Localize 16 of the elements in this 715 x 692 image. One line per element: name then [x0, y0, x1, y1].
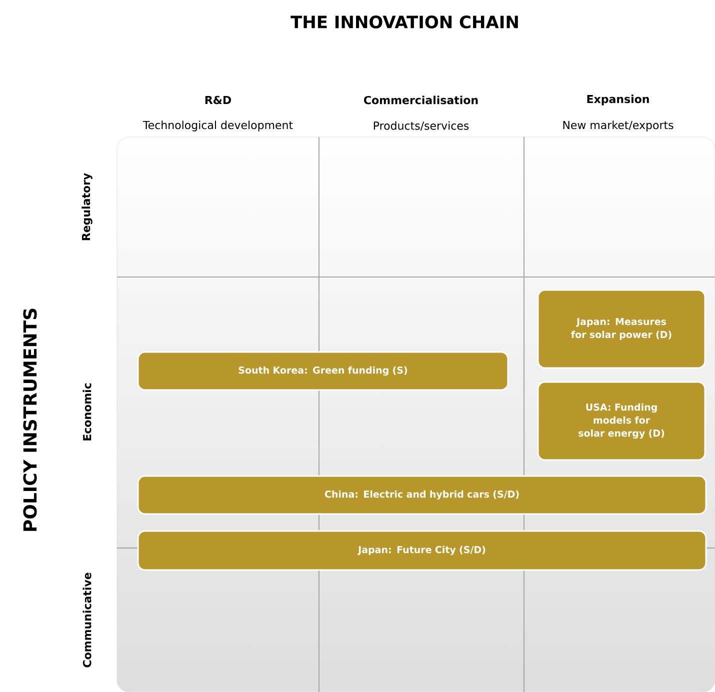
column-heading: Commercialisation — [364, 96, 478, 104]
column-heading: R&D — [205, 96, 232, 104]
title: THE INNOVATION CHAIN — [290, 16, 518, 28]
axis-title: POLICY INSTRUMENTS — [23, 308, 37, 531]
column-subheading: Products/services — [374, 121, 469, 131]
row-heading: Economic — [82, 383, 92, 440]
policy-box: China: Electric and hybrid cars (S/D) — [137, 475, 707, 515]
policy-box: USA: Funding models for solar energy (D) — [537, 381, 706, 461]
column-subheading: Technological development — [142, 120, 293, 132]
column-heading: Expansion — [587, 94, 649, 106]
policy-box: South Korea: Green funding (S) — [137, 351, 509, 391]
row-heading: Communicative — [82, 572, 92, 668]
row-heading: Regulatory — [82, 173, 92, 240]
column-subheading: New market/exports — [563, 120, 674, 132]
policy-box: Japan: Future City (S/D) — [137, 530, 707, 571]
policy-box: Japan: Measures for solar power (D) — [537, 289, 706, 369]
